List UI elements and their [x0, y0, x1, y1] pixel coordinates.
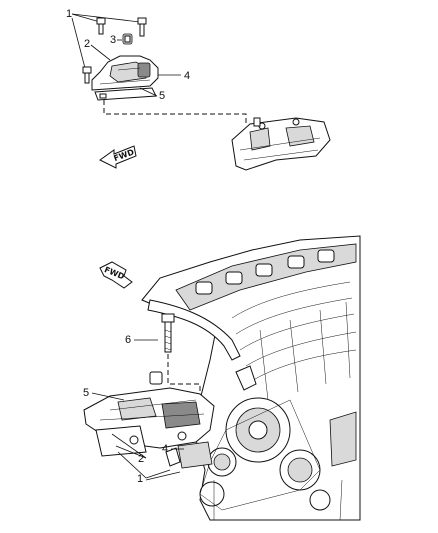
callout-3-upper: 3	[110, 34, 116, 46]
fwd-arrow-icon: FWD	[99, 261, 133, 289]
callout-2-lower: 2	[138, 453, 144, 465]
lower-installed-view: FWD	[83, 235, 361, 521]
mount-bracket	[231, 117, 331, 171]
callout-5-upper: 5	[159, 90, 165, 102]
callout-1-lower: 1	[137, 473, 143, 485]
callout-2-upper: 2	[84, 38, 90, 50]
upper-exploded-mount-view: 1 2 3	[66, 8, 331, 171]
engine-mount-upper	[91, 55, 159, 101]
callout-6-lower: 6	[125, 334, 131, 346]
fwd-arrow-icon: FWD	[99, 145, 137, 169]
callout-1-upper: 1	[66, 8, 72, 20]
bolt-icon	[161, 313, 175, 353]
bolt-icon	[137, 17, 147, 37]
callout-4-lower: 4	[162, 443, 168, 455]
callout-5-lower: 5	[83, 387, 89, 399]
bolt-icon	[82, 66, 92, 84]
engine-block	[141, 235, 361, 521]
callout-4-upper: 4	[184, 70, 190, 82]
nut-icon	[122, 33, 133, 45]
bolt-icon	[96, 17, 106, 35]
engine-mount-installed	[83, 371, 215, 469]
